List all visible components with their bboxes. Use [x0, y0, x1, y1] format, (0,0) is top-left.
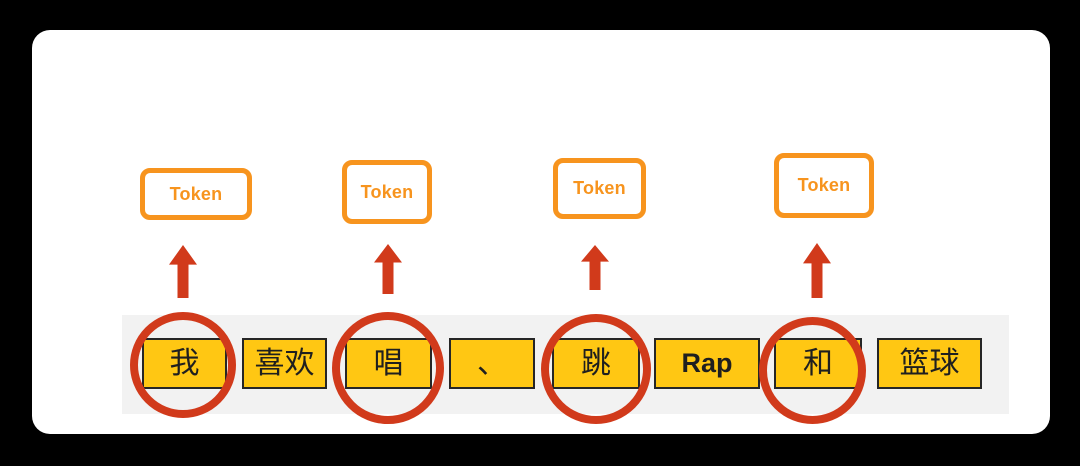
word-text: 喜欢: [254, 346, 315, 380]
word-text: Rap: [681, 348, 733, 378]
highlight-ring-icon: [759, 317, 866, 424]
token-label: Token: [573, 178, 626, 198]
up-arrow-icon: [803, 243, 831, 298]
word-box: 喜欢: [242, 338, 327, 389]
token-label: Token: [169, 183, 223, 204]
word-box: Rap: [654, 338, 760, 389]
token-box: Token: [140, 168, 252, 220]
token-box: Token: [342, 160, 432, 224]
up-arrow-icon: [581, 245, 609, 290]
token-label: Token: [797, 175, 851, 195]
highlight-ring-icon: [332, 312, 444, 424]
word-box: 、: [449, 338, 535, 389]
word-text: 篮球: [899, 346, 960, 380]
token-box: Token: [774, 153, 874, 218]
figure-panel: Token Token Token Token 我 喜欢: [32, 30, 1050, 434]
token-box: Token: [553, 158, 646, 219]
up-arrow-icon: [374, 244, 402, 294]
word-text: 、: [477, 346, 507, 380]
highlight-ring-icon: [130, 312, 236, 418]
up-arrow-icon: [169, 245, 197, 298]
word-box: 篮球: [877, 338, 982, 389]
highlight-ring-icon: [541, 314, 651, 424]
token-label: Token: [360, 181, 414, 202]
